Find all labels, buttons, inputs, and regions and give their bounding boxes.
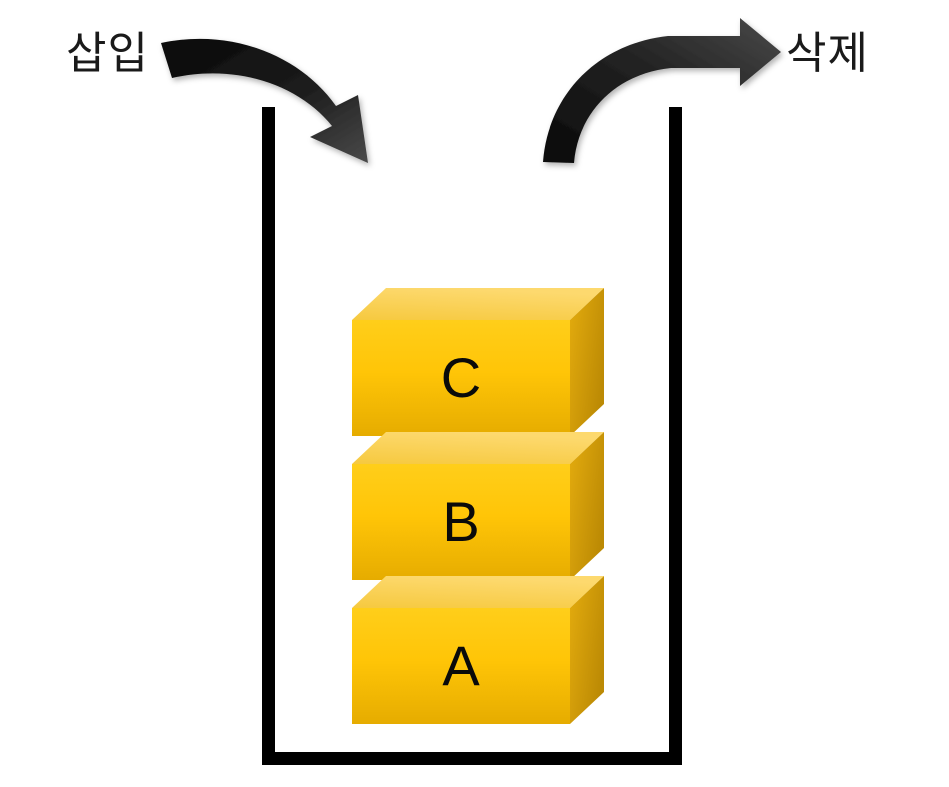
stack-block-b[interactable]: B (352, 432, 604, 580)
delete-arrow-icon (543, 18, 781, 163)
block-a-top-face (352, 576, 604, 608)
block-c-front-face (352, 320, 570, 436)
insert-arrow-icon (161, 38, 368, 163)
block-c-side-face (570, 288, 604, 436)
block-b-side-face (570, 432, 604, 580)
stack-block-a[interactable]: A (352, 576, 604, 724)
block-a-side-face (570, 576, 604, 724)
block-c-top-face (352, 288, 604, 320)
stack-container-icon (262, 107, 682, 765)
block-b-front-face (352, 464, 570, 580)
delete-label: 삭제 (786, 29, 869, 78)
stack-block-c[interactable]: C (352, 288, 604, 436)
insert-label: 삽입 (66, 29, 149, 78)
block-a-front-face (352, 608, 570, 724)
block-b-top-face (352, 432, 604, 464)
